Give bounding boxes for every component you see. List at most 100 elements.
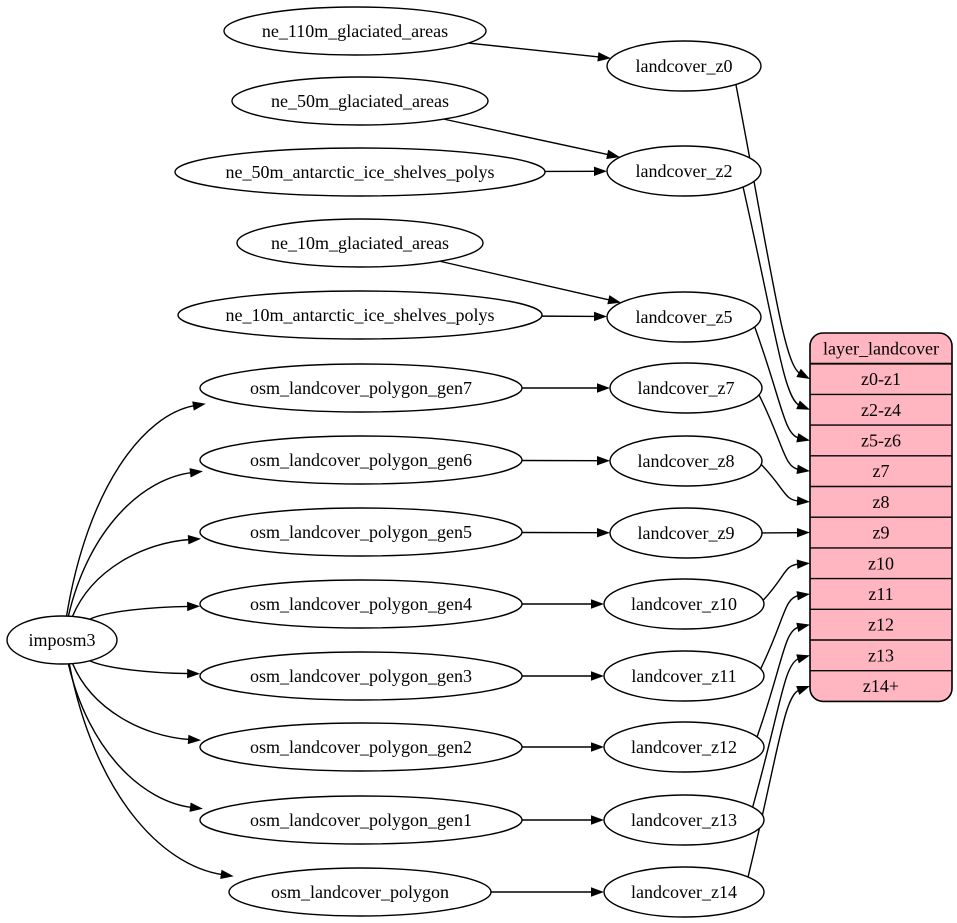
- edge-osm_landcover_polygon_gen7-to-landcover_z7: [522, 383, 610, 393]
- node-landcover_z10: landcover_z10: [603, 578, 765, 630]
- table-title: layer_landcover: [823, 338, 939, 358]
- arrowhead: [796, 527, 810, 538]
- edge-landcover_z7-to-layer_landcover-z7: [758, 394, 810, 474]
- arrowhead: [796, 368, 810, 380]
- arrowhead: [591, 887, 604, 897]
- node-ellipse: [199, 579, 523, 629]
- node-osm_landcover_polygon_gen6: osm_landcover_polygon_gen6: [199, 435, 523, 485]
- edge-osm_landcover_polygon_gen3-to-landcover_z11: [522, 671, 604, 681]
- table-row-z14+: z14+: [863, 676, 899, 696]
- table-layer-landcover: layer_landcoverz0-z1z2-z4z5-z6z7z8z9z10z…: [809, 332, 953, 703]
- edge-osm_landcover_polygon_gen1-to-landcover_z13: [522, 815, 604, 825]
- edge-landcover_z11-to-layer_landcover-z11: [760, 591, 810, 670]
- node-ellipse: [6, 615, 118, 665]
- node-ellipse: [603, 650, 765, 702]
- node-landcover_z0: landcover_z0: [606, 40, 762, 92]
- node-imposm3: imposm3: [6, 615, 118, 665]
- node-ne_50m_glaciated_areas: ne_50m_glaciated_areas: [231, 76, 489, 126]
- node-landcover_z2: landcover_z2: [606, 145, 762, 197]
- node-osm_landcover_polygon_gen7: osm_landcover_polygon_gen7: [199, 363, 523, 413]
- node-label: landcover_z7: [638, 378, 735, 398]
- edge-ne_10m_glaciated_areas-to-landcover_z5: [439, 260, 622, 305]
- node-label: ne_50m_glaciated_areas: [271, 91, 449, 111]
- node-landcover_z9: landcover_z9: [609, 507, 763, 559]
- node-ellipse: [606, 291, 762, 343]
- node-landcover_z5: landcover_z5: [606, 291, 762, 343]
- table-row-z2-z4: z2-z4: [861, 400, 901, 420]
- node-ellipse: [199, 435, 523, 485]
- node-ellipse: [609, 362, 763, 414]
- node-label: imposm3: [28, 630, 95, 650]
- node-label: landcover_z0: [636, 56, 733, 76]
- node-ellipse: [177, 290, 543, 340]
- edge-imposm3-to-osm_landcover_polygon_gen4: [89, 601, 201, 620]
- arrowhead: [796, 559, 810, 569]
- edge-osm_landcover_polygon_gen5-to-landcover_z9: [521, 528, 611, 538]
- node-osm_landcover_polygon_gen3: osm_landcover_polygon_gen3: [199, 651, 523, 701]
- edge-landcover_z10-to-layer_landcover-z10: [762, 559, 810, 601]
- node-label: landcover_z5: [636, 307, 733, 327]
- table-row-z11: z11: [868, 584, 893, 604]
- edge-landcover_z13-to-layer_landcover-z13: [751, 654, 810, 808]
- node-ellipse: [606, 40, 762, 92]
- node-label: osm_landcover_polygon: [271, 882, 449, 902]
- table-row-z12: z12: [868, 615, 894, 635]
- node-ellipse: [199, 795, 523, 845]
- node-label: osm_landcover_polygon_gen7: [250, 378, 472, 398]
- node-ellipse: [609, 507, 763, 559]
- node-label: ne_10m_glaciated_areas: [271, 233, 449, 253]
- node-ellipse: [609, 435, 763, 487]
- node-ne_10m_antarctic_ice_shelves_polys: ne_10m_antarctic_ice_shelves_polys: [177, 290, 543, 340]
- node-ellipse: [199, 363, 523, 413]
- edge-ne_50m_antarctic_ice_shelves_polys-to-landcover_z2: [544, 166, 608, 176]
- arrowhead: [591, 742, 604, 752]
- node-ne_50m_antarctic_ice_shelves_polys: ne_50m_antarctic_ice_shelves_polys: [174, 147, 546, 197]
- node-label: osm_landcover_polygon_gen6: [250, 450, 472, 470]
- node-landcover_z11: landcover_z11: [603, 650, 765, 702]
- edge-ne_110m_glaciated_areas-to-landcover_z0: [468, 42, 611, 62]
- edge-osm_landcover_polygon_gen2-to-landcover_z12: [522, 742, 604, 752]
- edge-imposm3-to-osm_landcover_polygon_gen6: [67, 468, 203, 617]
- node-landcover_z12: landcover_z12: [603, 721, 765, 773]
- node-ellipse: [236, 218, 484, 268]
- node-label: osm_landcover_polygon_gen5: [250, 522, 472, 542]
- node-osm_landcover_polygon_gen4: osm_landcover_polygon_gen4: [199, 579, 523, 629]
- arrowhead: [796, 433, 810, 443]
- node-osm_landcover_polygon: osm_landcover_polygon: [228, 867, 492, 917]
- nodes-layer: imposm3ne_110m_glaciated_areasne_50m_gla…: [6, 6, 765, 918]
- arrowhead: [796, 464, 810, 474]
- arrowhead: [591, 815, 604, 825]
- node-ellipse: [228, 867, 492, 917]
- node-ellipse: [199, 507, 523, 557]
- edge-ne_50m_glaciated_areas-to-landcover_z2: [443, 118, 620, 159]
- node-ellipse: [603, 578, 765, 630]
- arrowhead: [596, 456, 611, 466]
- table-row-z8: z8: [873, 492, 890, 512]
- edge-landcover_z9-to-layer_landcover-z9: [761, 527, 810, 538]
- edges-layer: [65, 42, 810, 897]
- node-ellipse: [223, 6, 487, 56]
- table-row-z5-z6: z5-z6: [861, 430, 901, 450]
- arrowhead: [597, 52, 611, 62]
- node-label: landcover_z14: [631, 882, 737, 902]
- edge-osm_landcover_polygon_gen4-to-landcover_z10: [522, 599, 604, 609]
- edge-imposm3-to-osm_landcover_polygon_gen5: [71, 534, 202, 617]
- node-ne_10m_glaciated_areas: ne_10m_glaciated_areas: [236, 218, 484, 268]
- node-ellipse: [199, 651, 523, 701]
- table-row-z13: z13: [868, 645, 894, 665]
- node-label: ne_50m_antarctic_ice_shelves_polys: [226, 162, 495, 182]
- table-layer: layer_landcoverz0-z1z2-z4z5-z6z7z8z9z10z…: [809, 332, 953, 703]
- node-ellipse: [606, 145, 762, 197]
- edge-landcover_z8-to-layer_landcover-z8: [760, 464, 810, 506]
- node-label: osm_landcover_polygon_gen4: [250, 594, 472, 614]
- node-osm_landcover_polygon_gen2: osm_landcover_polygon_gen2: [199, 722, 523, 772]
- arrowhead: [220, 869, 234, 880]
- arrowhead: [187, 734, 202, 745]
- arrowhead: [796, 400, 810, 410]
- arrowhead: [591, 671, 604, 681]
- edge-landcover_z12-to-layer_landcover-z12: [756, 622, 810, 738]
- arrowhead: [192, 401, 206, 411]
- edge-imposm3-to-osm_landcover_polygon_gen2: [71, 663, 202, 745]
- node-landcover_z7: landcover_z7: [609, 362, 763, 414]
